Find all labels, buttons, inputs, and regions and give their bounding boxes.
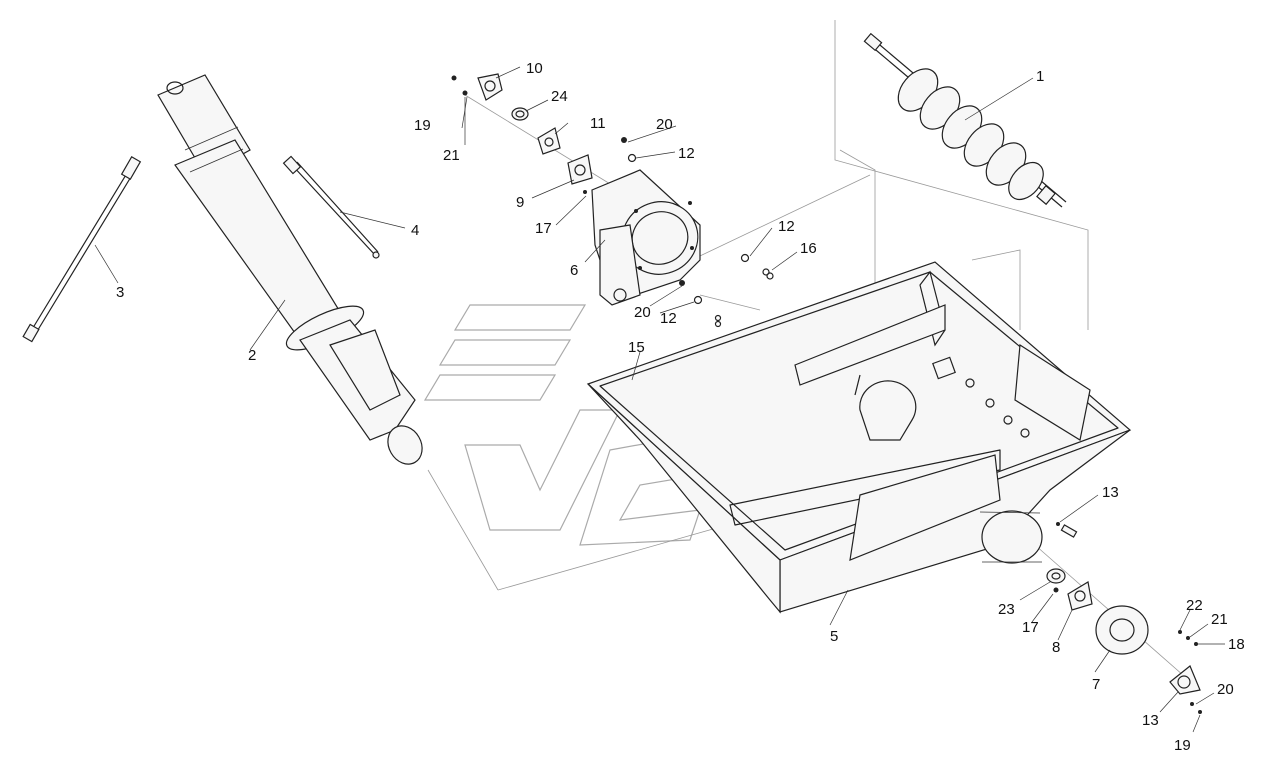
callout-13a: 13 bbox=[1102, 484, 1119, 501]
bearing-housing bbox=[591, 169, 701, 306]
callout-18: 18 bbox=[1228, 636, 1245, 653]
callout-12a: 12 bbox=[678, 145, 695, 162]
callout-1: 1 bbox=[1036, 68, 1044, 85]
callout-13b: 13 bbox=[1142, 712, 1159, 729]
hopper-body bbox=[586, 261, 1132, 614]
upper-flange-stack bbox=[477, 73, 593, 185]
callout-19b: 19 bbox=[1174, 737, 1191, 754]
lower-flange-stack bbox=[1046, 524, 1201, 695]
callout-20b: 20 bbox=[634, 304, 651, 321]
callout-12c: 12 bbox=[660, 310, 677, 327]
callout-21a: 21 bbox=[443, 147, 460, 164]
callout-5: 5 bbox=[830, 628, 838, 645]
callout-20a: 20 bbox=[656, 116, 673, 133]
leader-lines bbox=[94, 66, 1225, 733]
callout-9: 9 bbox=[516, 194, 524, 211]
callout-7: 7 bbox=[1092, 676, 1100, 693]
hardware-fasteners bbox=[451, 75, 1202, 714]
brace-rod-left bbox=[22, 156, 142, 343]
brace-rod-right bbox=[282, 155, 380, 259]
callout-16: 16 bbox=[800, 240, 817, 257]
callout-4: 4 bbox=[411, 222, 419, 239]
callout-20c: 20 bbox=[1217, 681, 1234, 698]
callout-3: 3 bbox=[116, 284, 124, 301]
callout-24: 24 bbox=[551, 88, 568, 105]
callout-15: 15 bbox=[628, 339, 645, 356]
auger-screw bbox=[863, 32, 1067, 208]
callout-19a: 19 bbox=[414, 117, 431, 134]
callout-11: 11 bbox=[590, 115, 606, 132]
callout-8: 8 bbox=[1052, 639, 1060, 656]
callout-6: 6 bbox=[570, 262, 578, 279]
callout-2: 2 bbox=[248, 347, 256, 364]
callout-22: 22 bbox=[1186, 597, 1203, 614]
callout-21b: 21 bbox=[1211, 611, 1228, 628]
callout-17a: 17 bbox=[535, 220, 552, 237]
callout-23: 23 bbox=[998, 601, 1015, 618]
callout-17b: 17 bbox=[1022, 619, 1039, 636]
callout-10: 10 bbox=[526, 60, 543, 77]
callout-12b: 12 bbox=[778, 218, 795, 235]
discharge-pipe bbox=[157, 74, 423, 465]
callout-labels: 1 2 3 4 5 6 7 8 9 10 11 12 12 12 13 13 1… bbox=[116, 60, 1245, 754]
